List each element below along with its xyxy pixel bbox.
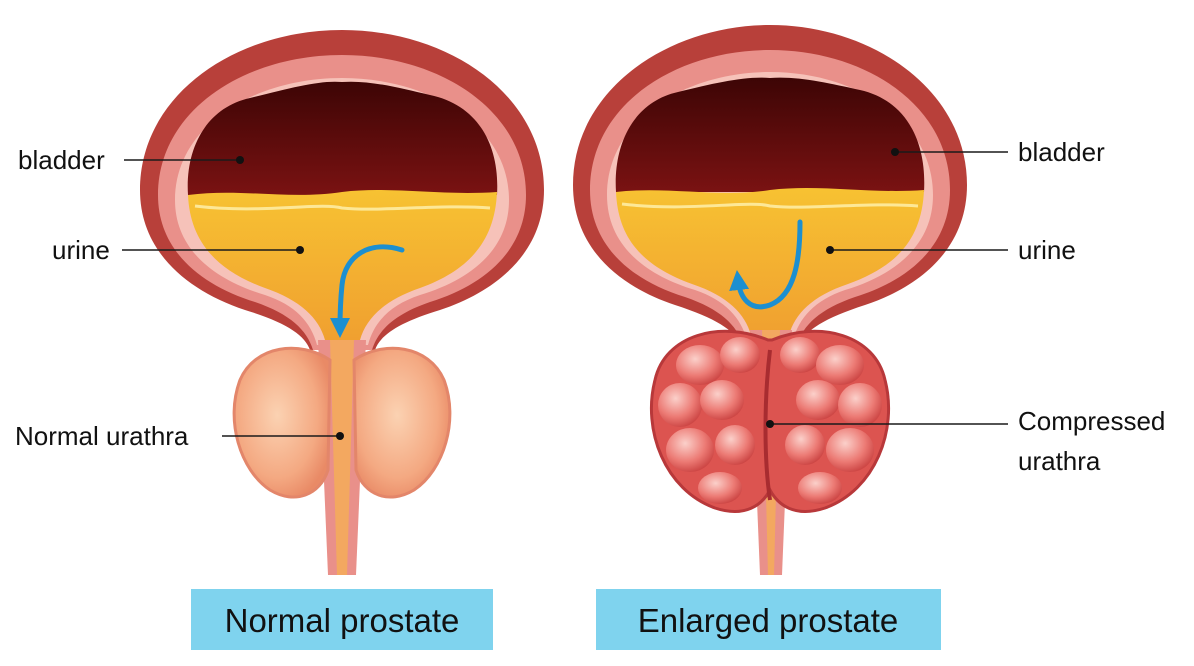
normal-bladder-label: bladder bbox=[18, 145, 105, 175]
normal-prostate-right-lobe bbox=[352, 346, 452, 499]
leader-lines bbox=[122, 148, 1008, 440]
enlarged-bladder-cavity bbox=[615, 77, 925, 192]
enlarged-caption-text: Enlarged prostate bbox=[638, 602, 899, 639]
normal-urine bbox=[188, 190, 497, 340]
enlarged-urethra-label-line1: Compressed bbox=[1018, 406, 1165, 436]
normal-caption-text: Normal prostate bbox=[225, 602, 460, 639]
normal-bladder-cavity bbox=[187, 81, 498, 195]
normal-prostate-illustration bbox=[140, 30, 544, 575]
normal-flow-arrow bbox=[330, 244, 405, 338]
normal-prostate-left-lobe bbox=[232, 346, 332, 499]
enlarged-caption-box: Enlarged prostate bbox=[596, 589, 941, 650]
enlarged-bladder-label: bladder bbox=[1018, 137, 1105, 167]
normal-urine-label: urine bbox=[52, 235, 110, 265]
enlarged-urine bbox=[616, 188, 924, 335]
enlarged-prostate-illustration bbox=[573, 25, 967, 575]
normal-urethra-label: Normal urathra bbox=[15, 421, 189, 451]
enlarged-flow-arrow bbox=[729, 219, 803, 310]
enlarged-urethra-label-line2: urathra bbox=[1018, 446, 1101, 476]
enlarged-urine-label: urine bbox=[1018, 235, 1076, 265]
normal-caption-box: Normal prostate bbox=[191, 589, 493, 650]
